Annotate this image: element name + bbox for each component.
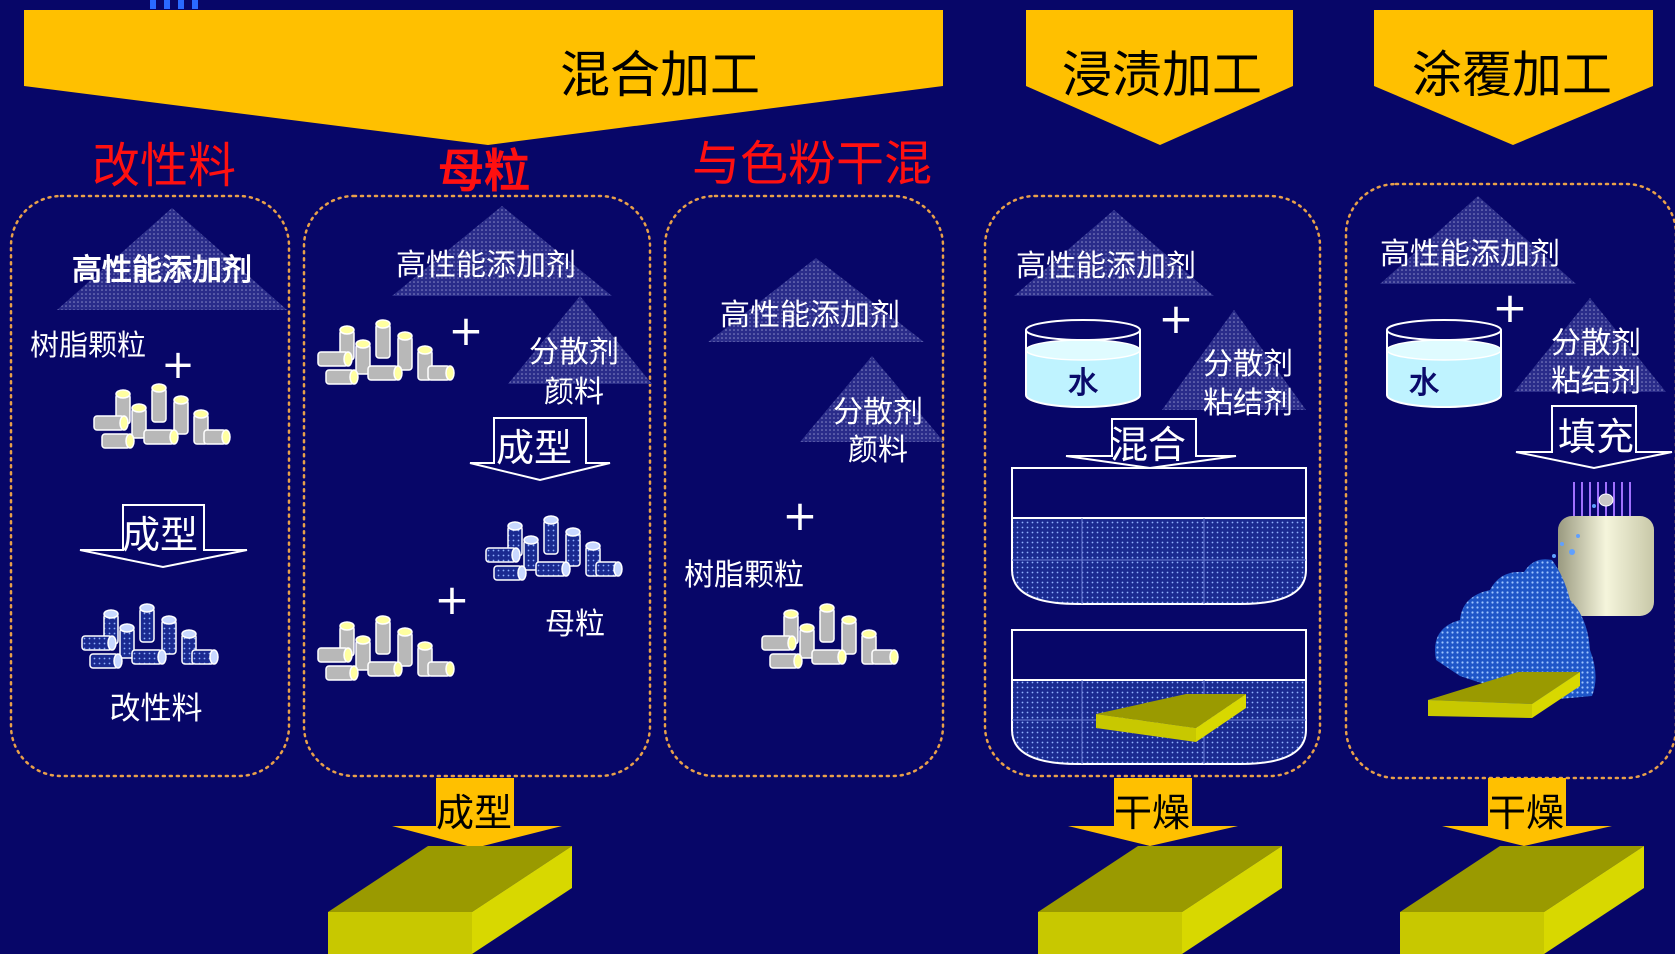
impregnation-tank: [1011, 629, 1307, 765]
dispersant-triangle: [508, 296, 652, 384]
panel2-dispersant: 分散剂: [529, 335, 619, 370]
resin-pellets: [761, 603, 899, 669]
panel4-plus: +: [1158, 294, 1193, 343]
panel5-dispersant: 分散剂: [1551, 326, 1641, 361]
additive-triangle: [1014, 210, 1214, 296]
resin-pellets: [93, 383, 231, 449]
spray-gun: [1558, 482, 1654, 616]
additive-triangle: [57, 208, 287, 310]
panel5-plus: +: [1492, 283, 1527, 332]
top-mark: [164, 0, 170, 9]
panel4-water: 水: [1068, 366, 1099, 401]
heading-dry-mix: 与色粉干混: [692, 136, 932, 192]
panel3-resin: 树脂颗粒: [684, 558, 804, 593]
panel5-additive: 高性能添加剂: [1380, 237, 1560, 272]
mixing-tank: [1011, 467, 1307, 605]
panel2-masterbatch: 母粒: [545, 607, 605, 642]
panel5-water: 水: [1409, 366, 1440, 401]
panel-impregnate: [983, 194, 1322, 778]
bottom-dry1-label: 干燥: [1114, 791, 1190, 835]
additive-triangle: [1380, 196, 1576, 284]
dispersant-triangle: [1162, 310, 1306, 410]
top-mark: [178, 0, 184, 9]
form-arrow-1-label: 成型: [122, 513, 198, 557]
water-beaker: 水: [1025, 319, 1141, 408]
heading-masterbatch: 母粒: [438, 144, 530, 198]
bottom-dry-arrow-2: 干燥: [1442, 778, 1612, 846]
additive-triangle: [392, 206, 612, 296]
panel-dry-mix: [663, 194, 945, 778]
panel-modified: [9, 194, 291, 778]
board-coat: [1400, 846, 1644, 954]
panel4-additive: 高性能添加剂: [1016, 249, 1196, 284]
panel4-binder: 粘结剂: [1203, 386, 1293, 421]
fill-arrow: 填充: [1515, 405, 1673, 470]
banner-mix-text: 混合加工: [560, 46, 760, 104]
panel3-plus: +: [782, 491, 817, 540]
panel4-dispersant: 分散剂: [1203, 347, 1293, 382]
bottom-form-arrow: 成型: [392, 778, 562, 848]
dispersant-triangle: [1514, 298, 1666, 392]
bottom-dry2-label: 干燥: [1488, 791, 1564, 835]
panel2-plus-2: +: [434, 575, 469, 624]
form-arrow-2-label: 成型: [496, 426, 572, 470]
panel5-binder: 粘结剂: [1551, 364, 1641, 399]
form-arrow-1: 成型: [79, 504, 248, 569]
panel1-plus: +: [161, 342, 195, 388]
board-mix: [328, 846, 572, 954]
panel1-result: 改性料: [110, 691, 203, 727]
panel1-resin: 树脂颗粒: [30, 328, 146, 362]
form-arrow-2: 成型: [469, 417, 611, 482]
panel2-additive: 高性能添加剂: [396, 248, 576, 283]
bottom-dry-arrow-1: 干燥: [1068, 778, 1238, 846]
mix-arrow: 混合: [1065, 418, 1237, 470]
board-impregnate: [1038, 846, 1282, 954]
modified-pellets: [81, 603, 219, 669]
banner-impregnate: 浸渍加工: [1026, 10, 1293, 145]
panel3-dispersant: 分散剂: [833, 395, 923, 430]
mix-arrow-label: 混合: [1110, 423, 1186, 467]
banner-mix: 混合加工: [24, 10, 943, 145]
masterbatch-pellets: [485, 515, 623, 581]
water-beaker: 水: [1386, 319, 1502, 408]
banner-impregnate-text: 浸渍加工: [1062, 46, 1262, 104]
panel3-additive: 高性能添加剂: [720, 298, 900, 333]
banner-coat: 涂覆加工: [1374, 10, 1653, 145]
heading-modified: 改性料: [92, 138, 236, 194]
dispersant-triangle: [800, 356, 944, 442]
resin-pellets: [317, 615, 455, 681]
coated-board: [1428, 672, 1580, 718]
banner-coat-text: 涂覆加工: [1412, 46, 1612, 104]
resin-pellets: [317, 319, 455, 385]
panel1-additive: 高性能添加剂: [72, 253, 252, 288]
fill-arrow-label: 填充: [1558, 415, 1634, 459]
additive-triangle: [708, 258, 924, 342]
panel2-pigment: 颜料: [544, 375, 604, 410]
top-mark: [192, 0, 198, 9]
panel3-pigment: 颜料: [848, 433, 908, 468]
panel2-plus-1: +: [448, 306, 483, 355]
bottom-form-label: 成型: [436, 791, 512, 835]
top-mark: [150, 0, 156, 9]
